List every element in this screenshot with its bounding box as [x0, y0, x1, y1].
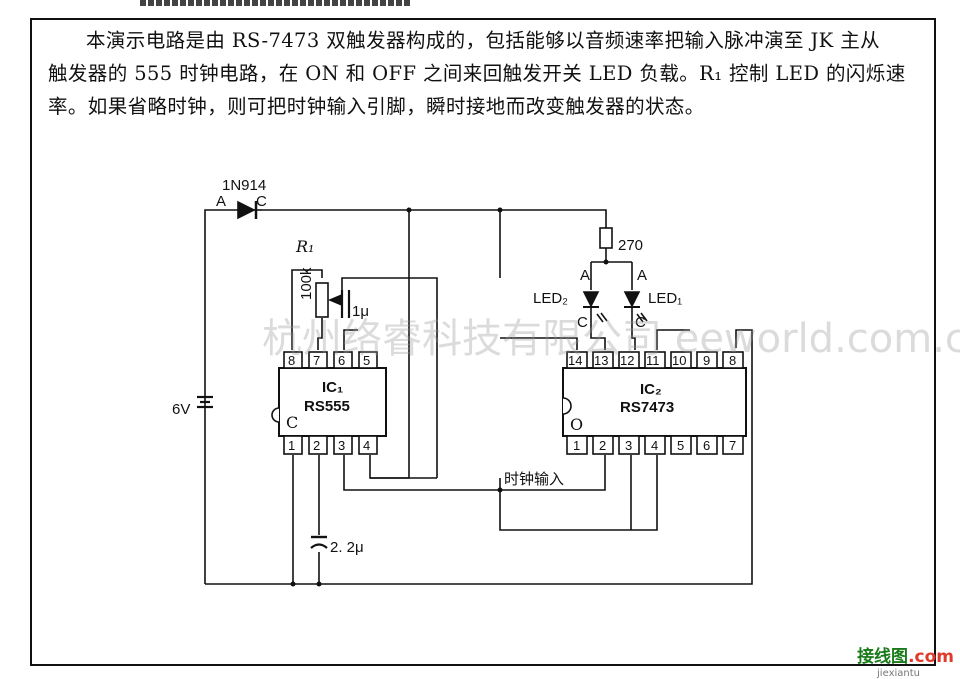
ic2-pin-13: 13	[594, 353, 608, 368]
ic1-pin-8: 8	[288, 353, 295, 368]
ic1-pin-4: 4	[363, 438, 370, 453]
ic1-top-pins	[283, 351, 378, 369]
ic2-top-pins	[566, 351, 744, 369]
ic2-pin-8: 8	[729, 353, 736, 368]
ic1-pin-5: 5	[363, 353, 370, 368]
capacitor-2-2u	[310, 535, 328, 549]
cap-1u-label: 1μ	[352, 303, 369, 320]
site-logo: 接线图.com	[857, 647, 954, 667]
ic2-pin-4: 4	[651, 438, 658, 453]
battery-label: 6V	[172, 401, 190, 418]
r1-label: R₁	[295, 237, 314, 256]
cap-2-2u-label: 2. 2μ	[330, 539, 364, 556]
diode-anode-label: A	[216, 193, 226, 210]
led1	[623, 291, 648, 323]
ic1-name: IC₁	[322, 379, 343, 396]
ic2-pin-2: 2	[599, 438, 606, 453]
description-line-3: 率。如果省略时钟，则可把时钟输入引脚，瞬时接地而改变触发器的状态。	[48, 95, 705, 118]
description-line-1: 本演示电路是由 RS-7473 双触发器构成的，包括能够以音频速率把输入脉冲演至…	[86, 29, 881, 52]
diode-label: 1N914	[222, 177, 266, 194]
r1-potentiometer	[315, 282, 343, 318]
ic2-pin-6: 6	[703, 438, 710, 453]
ic2-pin-11: 11	[646, 353, 660, 368]
figure-frame	[30, 18, 936, 666]
ic2-pin-5: 5	[677, 438, 684, 453]
led1-cathode-label: C	[635, 314, 646, 331]
capacitor-1u	[340, 290, 351, 318]
ic2-pin-12: 12	[620, 353, 634, 368]
led2-anode-label: A	[580, 267, 590, 284]
ic2-pin-1: 1	[573, 438, 580, 453]
ic1-rs555	[271, 351, 387, 455]
ic2-pin-7: 7	[729, 438, 736, 453]
clock-input-label: 时钟输入	[504, 471, 564, 488]
ic2-name: IC₂	[640, 381, 662, 398]
site-logo-sub: jiexiantu	[877, 668, 920, 679]
ic1-bottom-pins	[283, 435, 378, 455]
description-line-2: 触发器的 555 时钟电路，在 ON 和 OFF 之间来回触发开关 LED 负载…	[48, 62, 906, 85]
led2-cathode-label: C	[577, 314, 588, 331]
ic1-pin-3: 3	[338, 438, 345, 453]
led1-anode-label: A	[637, 267, 647, 284]
led2-label: LED₂	[533, 290, 568, 307]
r1-value-label: 100k	[298, 267, 315, 300]
diode-1n914	[237, 200, 262, 220]
ic2-bottom-pins	[566, 435, 744, 455]
ic2-pin-14: 14	[568, 353, 582, 368]
ic2-rs7473	[562, 351, 747, 455]
ic2-notch-label: O	[570, 415, 583, 434]
ic2-part: RS7473	[620, 399, 674, 416]
ic1-notch-label: C	[286, 413, 298, 432]
cut-off-title	[140, 0, 410, 6]
diode-cathode-label: C	[256, 193, 267, 210]
junctions	[290, 207, 609, 587]
resistor-270-label: 270	[618, 237, 643, 254]
led2	[582, 291, 608, 323]
ic1-pin-6: 6	[338, 353, 345, 368]
ic1-pin-2: 2	[313, 438, 320, 453]
ic1-part: RS555	[304, 398, 350, 415]
ic2-pin-10: 10	[672, 353, 686, 368]
battery-6v	[197, 395, 213, 409]
ic2-pin-3: 3	[625, 438, 632, 453]
watermark: 杭州络睿科技有限公司 eeworld.com.cn	[262, 316, 960, 362]
description-text: 本演示电路是由 RS-7473 双触发器构成的，包括能够以音频速率把输入脉冲演至…	[48, 24, 924, 123]
ic2-pin-9: 9	[703, 353, 710, 368]
ic1-pin-7: 7	[313, 353, 320, 368]
resistor-270	[599, 227, 613, 249]
ic1-pin-1: 1	[288, 438, 295, 453]
led1-label: LED₁	[648, 290, 682, 307]
